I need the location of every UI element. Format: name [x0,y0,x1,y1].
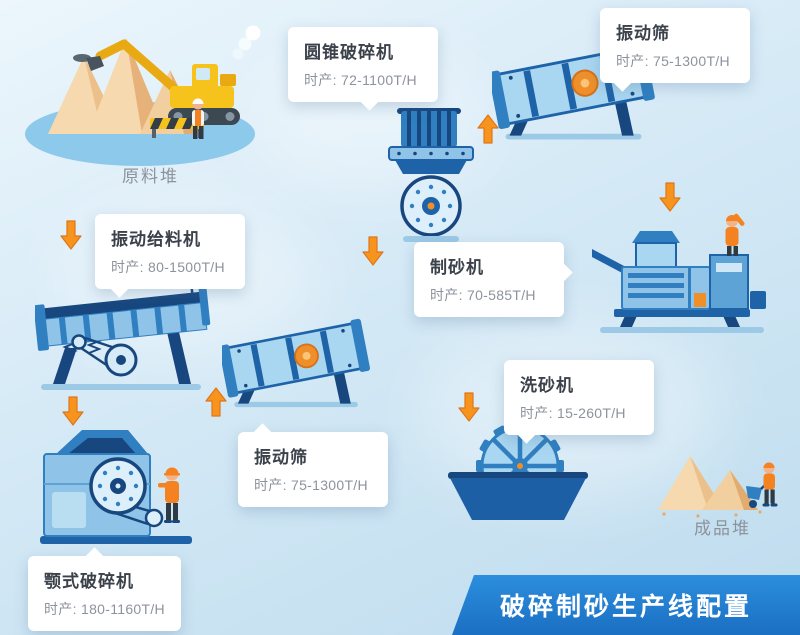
jaw-crusher-illustration [36,424,201,554]
flow-arrow-down-icon [659,182,681,212]
machine-rate: 时产: 75-1300T/H [616,53,730,69]
callout-jaw-crusher: 颚式破碎机 时产: 180-1160T/H [28,547,181,631]
machine-rate: 时产: 80-1500T/H [111,259,225,275]
flow-arrow-down-icon [62,396,84,426]
machine-rate: 时产: 180-1160T/H [44,601,165,617]
flow-arrow-down-icon [60,220,82,250]
cone-crusher-illustration [385,108,485,248]
machine-rate: 时产: 70-585T/H [430,287,536,303]
sand-maker-illustration [592,205,772,345]
vibrating-screen-mid-illustration [218,308,372,423]
callout-sand-washer: 洗砂机 时产: 15-260T/H [504,360,654,444]
machine-title: 振动筛 [616,24,670,43]
callout-tail [253,423,272,442]
machine-title: 洗砂机 [520,376,574,395]
product-pile-illustration [650,440,785,535]
raw-pile-label: 原料堆 [122,167,179,186]
callout-cone-crusher: 圆锥破碎机 时产: 72-1100T/H [288,27,438,111]
banner-title: 破碎制砂生产线配置 [499,593,752,621]
machine-rate: 时产: 15-260T/H [520,405,626,421]
machine-title: 圆锥破碎机 [304,43,394,62]
sand-washer-illustration [448,420,588,530]
callout-vibrating-feeder: 振动给料机 时产: 80-1500T/H [95,214,245,298]
callout-sand-maker: 制砂机 时产: 70-585T/H [414,242,573,317]
callout-tail [554,263,573,282]
callout-vibrating-screen-top: 振动筛 时产: 75-1300T/H [600,8,750,92]
machine-rate: 时产: 72-1100T/H [304,72,417,88]
title-banner: 破碎制砂生产线配置 [452,575,800,635]
machine-rate: 时产: 75-1300T/H [254,477,368,493]
machine-title: 制砂机 [430,258,484,277]
callout-vibrating-screen-mid: 振动筛 时产: 75-1300T/H [238,423,388,507]
flow-arrow-down-icon [458,392,480,422]
product-pile-label: 成品堆 [694,519,751,538]
flow-arrow-up-icon [477,114,499,144]
machine-title: 颚式破碎机 [44,572,134,591]
raw-material-pile-illustration [22,4,262,174]
vibrating-feeder-illustration [33,276,215,396]
machine-title: 振动筛 [254,448,308,467]
machine-title: 振动给料机 [111,230,201,249]
flow-arrow-down-icon [362,236,384,266]
flow-arrow-up-icon [205,387,227,417]
